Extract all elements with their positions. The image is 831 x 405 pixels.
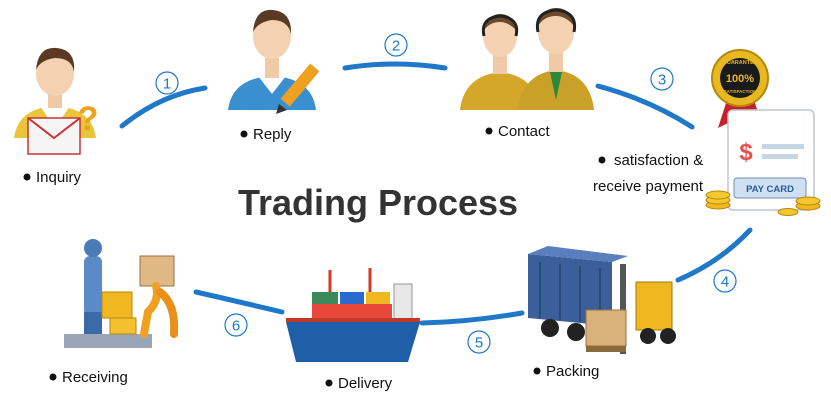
svg-text:Reply: Reply xyxy=(253,126,292,143)
arc-6 xyxy=(193,289,285,315)
svg-text:Delivery: Delivery xyxy=(338,375,393,392)
svg-text:$: $ xyxy=(739,139,753,166)
arc-4 xyxy=(675,227,753,283)
pay-card-icon: $ PAY CARD xyxy=(727,109,815,211)
svg-text:Packing: Packing xyxy=(546,363,599,380)
svg-text:Receiving: Receiving xyxy=(62,369,128,386)
arc-3 xyxy=(595,83,695,130)
receiving-person-icon xyxy=(64,239,179,348)
svg-text:4: 4 xyxy=(721,274,729,291)
step-label-packing: Packing xyxy=(533,363,599,380)
svg-text:6: 6 xyxy=(232,318,240,335)
svg-text:Inquiry: Inquiry xyxy=(36,169,82,186)
step-label-delivery: Delivery xyxy=(325,375,393,392)
contact-people-icon xyxy=(460,8,594,110)
svg-text:GUARANTEE: GUARANTEE xyxy=(723,60,758,66)
svg-text:PAY CARD: PAY CARD xyxy=(746,184,794,195)
step-number-5: 5 xyxy=(467,330,491,354)
svg-text:SATISFACTION: SATISFACTION xyxy=(724,89,757,94)
reply-person-icon xyxy=(228,9,320,114)
svg-text:satisfaction &: satisfaction & xyxy=(614,152,703,169)
step-label-reply: Reply xyxy=(240,126,292,143)
svg-text:Contact: Contact xyxy=(498,123,551,140)
svg-text:2: 2 xyxy=(392,38,400,55)
step-label-contact: Contact xyxy=(485,123,551,140)
diagram-title: Trading Process xyxy=(238,182,518,223)
delivery-ship-icon xyxy=(286,268,420,362)
step-label-receiving: Receiving xyxy=(49,369,128,386)
forklift-icon xyxy=(585,264,676,354)
packing-truck-icon xyxy=(528,246,628,341)
guarantee-badge-icon: GUARANTEE 100% SATISFACTION xyxy=(711,49,769,132)
svg-text:100%: 100% xyxy=(726,73,754,85)
step-number-6: 6 xyxy=(224,313,248,337)
svg-text:5: 5 xyxy=(475,335,483,352)
svg-text:1: 1 xyxy=(163,76,171,93)
step-number-1: 1 xyxy=(155,71,179,95)
step-number-4: 4 xyxy=(713,269,737,293)
svg-text:3: 3 xyxy=(658,72,666,89)
inquiry-person-icon: ? xyxy=(14,47,99,155)
svg-text:receive payment: receive payment xyxy=(593,178,704,195)
step-label-satisfaction: satisfaction & receive payment xyxy=(593,152,704,195)
arc-5 xyxy=(419,310,525,326)
step-number-3: 3 xyxy=(650,67,674,91)
arc-1 xyxy=(119,85,208,129)
step-label-inquiry: Inquiry xyxy=(23,169,82,186)
step-number-2: 2 xyxy=(384,33,408,57)
coin-stack-icon xyxy=(705,190,821,216)
arc-2 xyxy=(342,61,448,71)
svg-text:?: ? xyxy=(78,100,99,138)
